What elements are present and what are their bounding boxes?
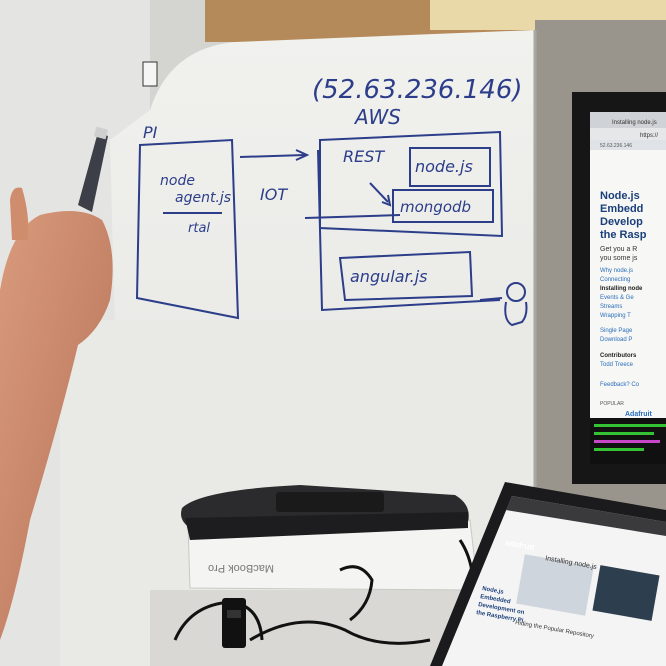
laptop-subtitle-2: Embedded [480,594,512,605]
monitor-link-3: Installing node [600,286,643,292]
box-label: MacBook Pro [208,562,274,574]
iot-label: IOT [260,185,288,204]
ip-address-label: (52.63.236.146) [312,75,523,105]
wall-sign [142,61,158,87]
monitor-contributor-name: Todd Treece [600,362,634,368]
monitor-contributors: Contributors [600,353,637,359]
monitor-link-5: Streams [600,304,622,310]
whiteboard-diagram [135,130,528,327]
laptop-subtitle-1: Node.js [482,586,505,596]
monitor-heading-3: Develop [600,216,643,228]
charger [222,598,246,648]
monitor-link-7: Single Page [600,328,633,334]
node-label: node [160,173,195,189]
nodejs-box-label: node.js [415,157,473,176]
monitor-heading-1: Node.js [600,190,640,202]
monitor-link-2: Connecting [600,277,630,283]
monitor-link-6: Wrapping T [600,313,631,319]
monitor-tab-label: Installing node.js [612,120,657,126]
pi-label: PI [143,123,158,142]
monitor-heading-4: the Rasp [600,229,647,241]
mongodb-box-label: mongodb [400,198,471,216]
angularjs-box-label: angular.js [350,267,427,286]
aws-label: AWS [353,105,401,129]
monitor-adafruit: Adafruit [625,411,653,418]
monitor-link-1: Why node.js [600,268,633,274]
monitor-link-8: Download P [600,337,632,343]
desk-items [150,485,479,666]
monitor-heading-2: Embedd [600,203,643,215]
monitor-intro-2: you some js [600,255,638,262]
monitor-intro-1: Get you a R [600,246,637,253]
monitor-ip: 52.63.236.146 [600,143,632,149]
monitor-link-4: Events & Ge [600,295,634,301]
rest-label: REST [343,147,385,166]
monitor-address: https:// [640,133,658,139]
monitor-popular: POPULAR [600,401,624,407]
rtal-label: rtal [188,221,210,236]
person-arm [0,126,113,640]
wall-monitor [572,92,666,484]
laptop [430,482,666,666]
monitor-feedback: Feedback? Co [600,382,640,388]
agent-js-label: agent.js [175,190,231,206]
